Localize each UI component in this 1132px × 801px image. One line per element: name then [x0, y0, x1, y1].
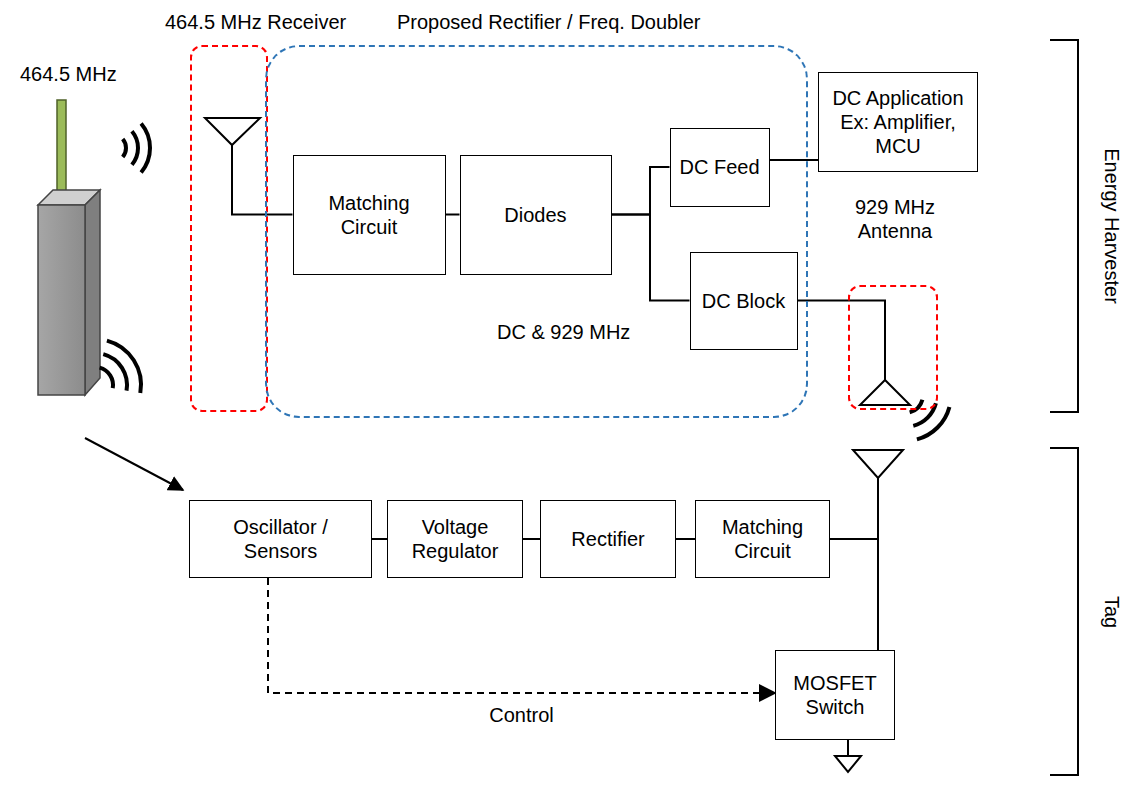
- wire-connector: [612, 167, 670, 215]
- transmitter: [38, 100, 100, 395]
- receiver-region: 464.5 MHz Receiver: [190, 45, 268, 412]
- group-label: Tag: [1100, 596, 1124, 628]
- process-box: DC Feed: [670, 128, 770, 207]
- wire-connector: [372, 538, 387, 540]
- bracket: [1050, 448, 1078, 775]
- wire-connector: [446, 214, 460, 216]
- wave-arc: [917, 407, 950, 440]
- signal-label: DC & 929 MHz: [497, 320, 630, 344]
- process-box: Voltage Regulator: [387, 500, 523, 578]
- bracket: [1050, 40, 1078, 412]
- process-box: Rectifier: [540, 500, 676, 578]
- box-label: Oscillator / Sensors: [198, 515, 363, 563]
- wire: [877, 478, 879, 539]
- antenna-region: 929 MHz Antenna: [848, 285, 938, 410]
- group-label: Energy Harvester: [1100, 148, 1124, 304]
- box-label: Rectifier: [571, 527, 644, 551]
- process-box: Matching Circuit: [293, 155, 446, 275]
- wave-arc: [141, 124, 150, 173]
- box-label: MOSFET Switch: [784, 671, 886, 719]
- box-label: Matching Circuit: [704, 515, 821, 563]
- box-label: Voltage Regulator: [396, 515, 514, 563]
- control-connector: [268, 578, 775, 693]
- antenna-symbol: [205, 118, 260, 145]
- process-box: DC Block: [690, 252, 798, 350]
- process-box: Matching Circuit: [695, 500, 830, 578]
- edge-label: Control: [486, 703, 556, 727]
- wave-arc: [123, 139, 126, 157]
- box-label: Matching Circuit: [302, 191, 437, 239]
- wave-arc: [132, 131, 138, 164]
- antenna-symbol: [853, 450, 903, 478]
- rectifier-region: Proposed Rectifier / Freq. DoublerMatchi…: [265, 45, 808, 418]
- wave-arc: [910, 400, 923, 413]
- box-label: DC Block: [702, 289, 785, 313]
- wave-arc: [107, 341, 141, 393]
- wave-arc: [913, 403, 936, 426]
- box-label: DC Feed: [679, 155, 759, 179]
- wire-connector: [798, 301, 886, 381]
- antenna-symbol: [860, 380, 910, 405]
- process-box: Diodes: [460, 155, 612, 275]
- wave-arc: [103, 354, 127, 390]
- application-box: DC Application Ex: Amplifier, MCU: [818, 72, 978, 172]
- box-label: DC Application Ex: Amplifier, MCU: [827, 86, 969, 158]
- region-heading: 464.5 MHz Receiver: [165, 10, 346, 34]
- wire-connector: [612, 215, 690, 301]
- region-heading: 929 MHz Antenna: [835, 195, 955, 243]
- wire: [847, 740, 849, 756]
- wire-connector: [770, 159, 819, 161]
- wire-connector: [676, 538, 695, 540]
- ground-symbol: [835, 756, 861, 772]
- region-heading: Proposed Rectifier / Freq. Doubler: [397, 10, 700, 34]
- wave-arc: [100, 368, 113, 389]
- switch-box: MOSFET Switch: [775, 650, 895, 740]
- wire-connector: [232, 145, 293, 215]
- box-label: Diodes: [504, 203, 566, 227]
- process-box: Oscillator / Sensors: [189, 500, 372, 578]
- frequency-label: 464.5 MHz: [20, 62, 117, 86]
- wire-connector: [523, 538, 540, 540]
- signal-arrow: [85, 438, 183, 490]
- wire-connector: [830, 539, 878, 650]
